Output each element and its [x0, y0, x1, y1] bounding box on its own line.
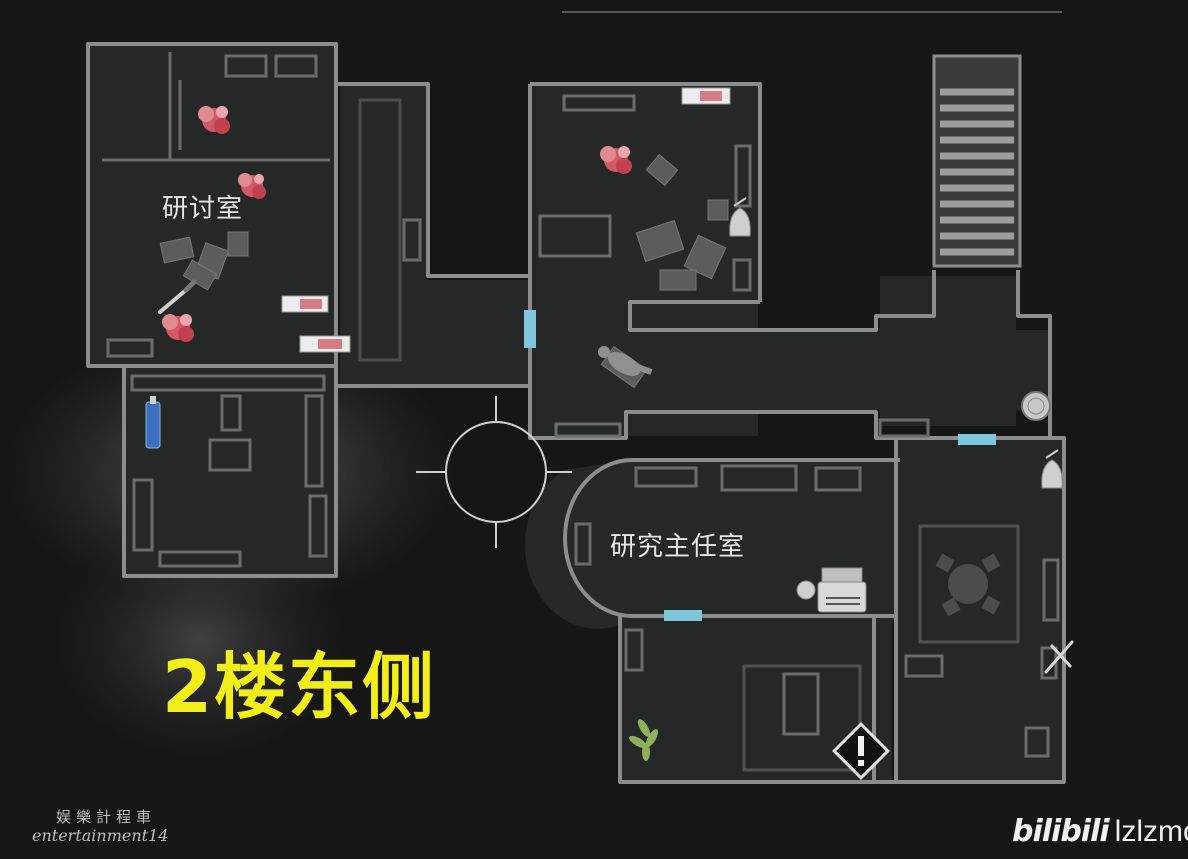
knife-icon[interactable] [158, 279, 197, 314]
door-icon[interactable] [524, 310, 536, 348]
herb-red-icon[interactable] [600, 146, 632, 174]
room-floors [90, 46, 1062, 780]
bag-icon[interactable] [1041, 449, 1063, 489]
ammo-box-icon[interactable] [681, 87, 731, 105]
door-icon[interactable] [958, 434, 996, 445]
room-label-director: 研究主任室 [610, 532, 746, 562]
stairs [932, 54, 1022, 268]
crank-icon[interactable] [1044, 640, 1074, 674]
herb-red-icon[interactable] [162, 314, 194, 342]
uploader-badge: bilibililzlzmc [1012, 814, 1188, 849]
warning-icon[interactable] [832, 722, 890, 780]
walls [86, 42, 1066, 784]
ink-ribbon-icon[interactable] [145, 396, 161, 449]
ammo-box-icon[interactable] [281, 295, 329, 313]
inner-walls [102, 52, 1060, 772]
typewriter-icon[interactable] [796, 567, 867, 613]
ammo-box-icon[interactable] [299, 335, 351, 353]
herb-red-icon[interactable] [238, 173, 266, 199]
watermark-cn: 娱樂計程車 [56, 808, 157, 826]
zombie-icon [598, 346, 653, 376]
watermark-en: entertainment14 [32, 826, 169, 845]
herb-red-icon[interactable] [198, 106, 230, 134]
floor-title: 2楼东侧 [162, 645, 437, 729]
uploader-name: lzlzmc [1114, 815, 1188, 848]
door-icon[interactable] [664, 610, 702, 621]
doors [524, 310, 996, 621]
bag-icon[interactable] [729, 197, 751, 237]
herb-green-icon[interactable] [627, 717, 660, 761]
reticle-icon [416, 396, 572, 548]
room-label-seminar: 研讨室 [162, 194, 244, 224]
table-icon [935, 553, 1001, 617]
coin-icon[interactable] [1021, 391, 1051, 421]
bilibili-logo: bilibili [1012, 814, 1110, 849]
